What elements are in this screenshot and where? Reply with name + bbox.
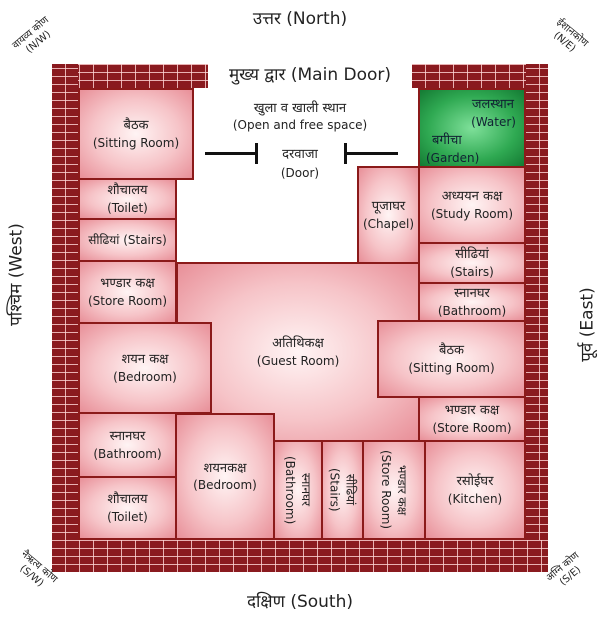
room-label-en: (Stairs)	[450, 264, 494, 279]
door-post-right	[344, 143, 347, 164]
open-space-hi: खुला व खाली स्थान	[253, 101, 347, 116]
water-label-en: (Water)	[471, 115, 516, 129]
garden-label-hi: बगीचा	[432, 133, 462, 148]
room-label-hi: शयनकक्ष	[203, 460, 247, 476]
bathroom-right: स्नानघर (Bathroom)	[418, 282, 526, 322]
stairs-right: सीढियां (Stairs)	[418, 242, 526, 284]
room-label-en: (Toilet)	[107, 200, 148, 215]
room-label-hi: स्नानघर	[454, 286, 490, 302]
room-label-en: (Study Room)	[431, 206, 513, 221]
brick-wall-right	[526, 64, 548, 572]
store-room-vertical: भण्डार कक्ष (Store Room)	[362, 440, 426, 540]
room-label-hi: सीढियां	[88, 232, 120, 247]
east-label: पूर्व (East)	[577, 287, 598, 362]
open-space-en: (Open and free space)	[232, 118, 368, 132]
room-label-en: (Bathroom)	[93, 446, 162, 461]
toilet-bottom: शौचालय (Toilet)	[78, 476, 177, 540]
kitchen: रसोईघर (Kitchen)	[424, 440, 526, 540]
room-label-en: (Bedroom)	[193, 478, 257, 493]
room-label-en: (Sitting Room)	[408, 360, 495, 375]
store-room-right: भण्डार कक्ष (Store Room)	[418, 396, 526, 442]
room-label-hi: शौचालय	[107, 492, 148, 508]
toilet-top: शौचालय (Toilet)	[78, 178, 177, 220]
stairs-vertical: सीढियां (Stairs)	[321, 440, 364, 540]
room-label-hi: रसोईघर	[456, 474, 494, 490]
room-label-hi: भण्डार कक्ष	[100, 276, 155, 292]
garden-label-en: (Garden)	[426, 151, 480, 165]
main-door-label: मुख्य द्वार (Main Door)	[228, 65, 392, 85]
north-label: उत्तर (North)	[252, 9, 348, 29]
brick-wall-top-right	[412, 64, 548, 88]
room-label-hi: स्नानघर	[299, 473, 314, 507]
room-label-hi: भण्डार कक्ष	[444, 403, 500, 419]
room-label-en: (Stairs)	[327, 468, 342, 512]
chapel: पूजाघर (Chapel)	[357, 166, 420, 264]
room-label-hi: अतिथिकक्ष	[272, 336, 324, 352]
brick-wall-left	[52, 64, 78, 572]
room-label-en: (Sitting Room)	[92, 135, 180, 150]
sitting-room-right: बैठक (Sitting Room)	[377, 320, 526, 398]
door-hi: दरवाजा	[282, 147, 318, 162]
room-label-combined: सीढियां (Stairs)	[88, 232, 167, 248]
room-label-en: (Store Room)	[87, 293, 168, 308]
room-label-en: (Chapel)	[362, 216, 415, 231]
room-label-en: (Bathroom)	[437, 303, 507, 318]
study-room: अध्ययन कक्ष (Study Room)	[418, 166, 526, 244]
south-label: दक्षिण (South)	[247, 592, 353, 612]
room-label-en: (Kitchen)	[447, 491, 503, 506]
room-label-hi: सीढियां	[455, 247, 489, 263]
room-label-en: (Bathroom)	[283, 455, 297, 525]
water-label-hi: जलस्थान	[471, 97, 514, 112]
room-label-hi: शयन कक्ष	[121, 352, 169, 368]
bathroom-vertical: स्नानघर (Bathroom)	[273, 440, 323, 540]
room-label-hi: भण्डार कक्ष	[395, 464, 410, 516]
sitting-room-left: बैठक (Sitting Room)	[78, 88, 194, 180]
room-label-hi: शौचालय	[107, 183, 148, 199]
west-label: पश्चिम (West)	[6, 223, 27, 326]
room-label-en: (Stairs)	[123, 232, 167, 247]
room-label-hi: पूजाघर	[371, 199, 406, 215]
room-label-en: (Store Room)	[432, 420, 512, 435]
corner-nw: वायव्य कोण (N/W)	[0, 6, 69, 69]
room-label-hi: बैठक	[123, 118, 149, 134]
room-label-hi: बैठक	[439, 343, 464, 359]
room-label-hi: सीढियां	[343, 474, 358, 506]
bedroom-bottom: शयनकक्ष (Bedroom)	[175, 413, 275, 540]
room-label-en: (Store Room)	[379, 450, 393, 530]
bedroom-left: शयन कक्ष (Bedroom)	[78, 322, 212, 414]
water-garden: जलस्थान (Water) बगीचा (Garden)	[418, 88, 526, 168]
brick-wall-top-left	[52, 64, 208, 88]
corner-ne: ईशानकोण (N/E)	[533, 6, 600, 69]
door-en: (Door)	[280, 166, 320, 180]
door-bar-left	[205, 152, 257, 155]
door-bar-right	[345, 152, 398, 155]
stairs-left: सीढियां (Stairs)	[78, 218, 177, 262]
room-label-en: (Guest Room)	[256, 353, 340, 368]
room-label-hi: स्नानघर	[109, 429, 146, 445]
bathroom-left: स्नानघर (Bathroom)	[78, 412, 177, 478]
room-label-en: (Toilet)	[107, 509, 148, 524]
room-label-hi: अध्ययन कक्ष	[441, 189, 503, 205]
room-label-en: (Bedroom)	[113, 369, 177, 384]
door-post-left	[255, 143, 258, 164]
brick-wall-bottom	[52, 540, 548, 572]
store-room-left: भण्डार कक्ष (Store Room)	[78, 260, 177, 324]
